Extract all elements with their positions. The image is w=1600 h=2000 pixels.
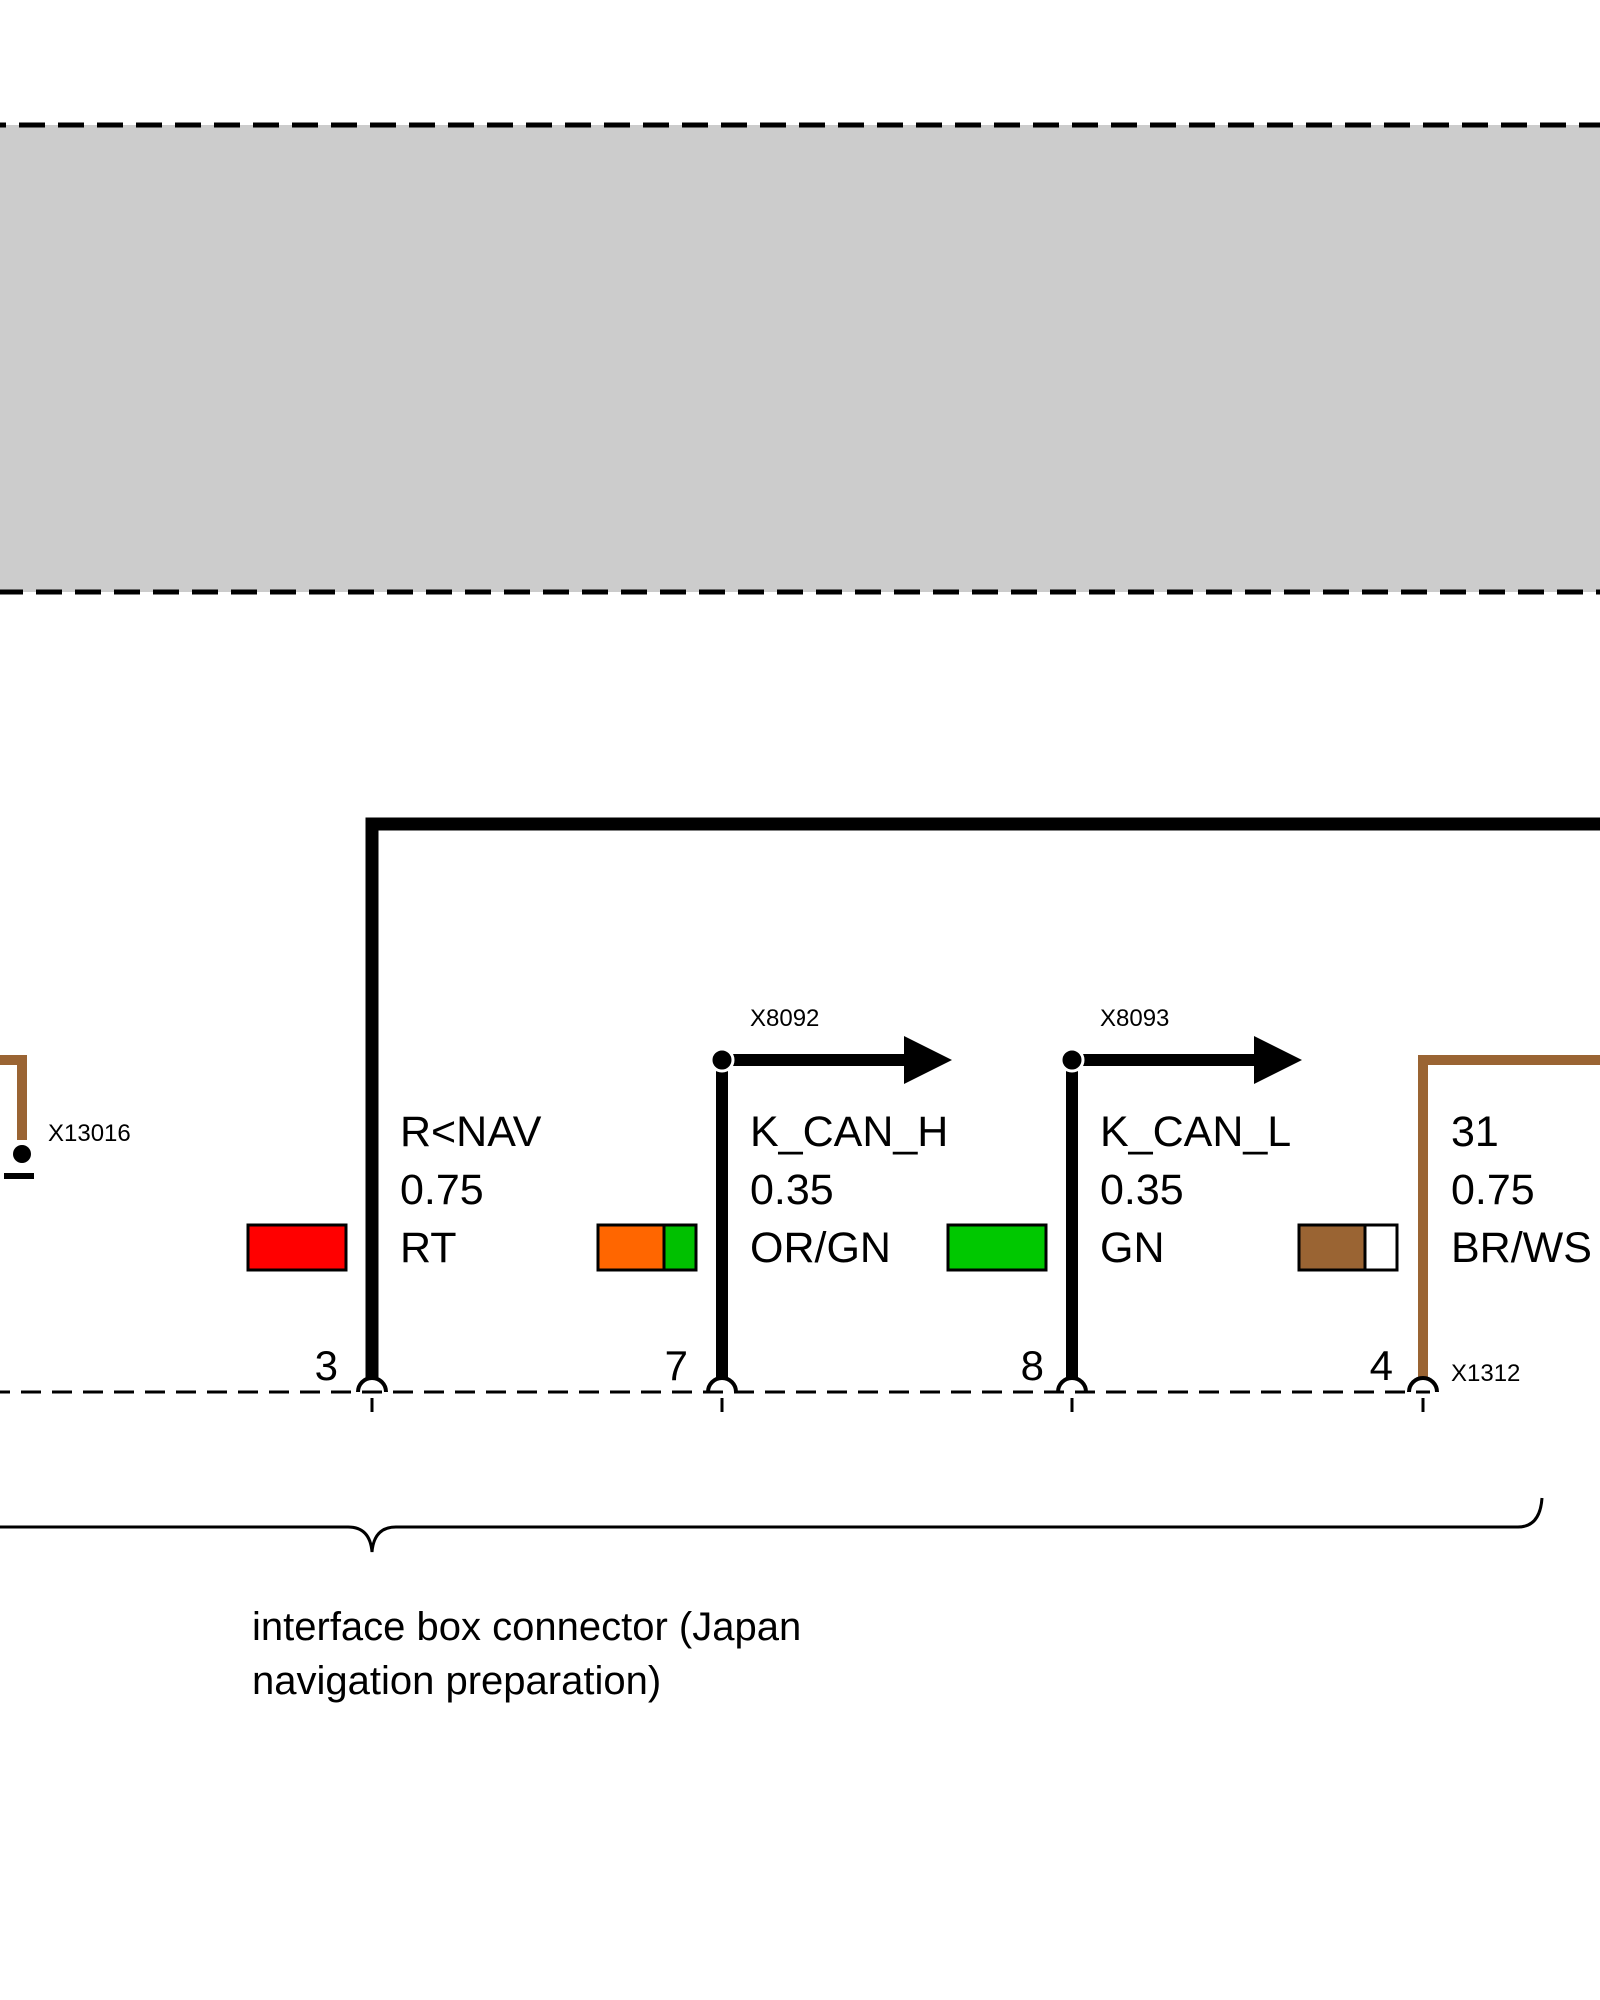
pin7-gauge: 0.35 bbox=[750, 1166, 834, 1214]
caption-line-1: interface box connector (Japan bbox=[252, 1605, 801, 1649]
pin7-terminal bbox=[706, 1376, 738, 1412]
pin3-number: 3 bbox=[315, 1342, 338, 1389]
pin4-signal: 31 bbox=[1451, 1108, 1499, 1156]
pin8-terminal bbox=[1056, 1376, 1088, 1412]
interface-connector-label: X1312 bbox=[1451, 1360, 1520, 1387]
pin7-color-code: OR/GN bbox=[750, 1224, 891, 1272]
pin8-splice-label: X8093 bbox=[1100, 1005, 1169, 1032]
pin7-labels: K_CAN_H 0.35 OR/GN bbox=[750, 1108, 948, 1272]
left-stub-pin-dot bbox=[13, 1145, 31, 1163]
pin4-wire bbox=[1418, 1055, 1600, 1380]
pin7-swatch-stripe bbox=[662, 1223, 698, 1272]
pin7-swatch-primary bbox=[596, 1223, 666, 1272]
pin8-swatch bbox=[946, 1223, 1048, 1272]
pin8-color-code: GN bbox=[1100, 1224, 1165, 1272]
left-brown-wire bbox=[0, 1055, 27, 1140]
pin3-labels: R<NAV 0.75 RT bbox=[400, 1108, 542, 1272]
connector-brace bbox=[0, 1497, 1544, 1553]
pin3-swatch bbox=[246, 1223, 348, 1272]
pin8-splice-arrow-head bbox=[1254, 1036, 1302, 1084]
pin4-color-code: BR/WS bbox=[1451, 1224, 1592, 1272]
pin8-signal: K_CAN_L bbox=[1100, 1108, 1291, 1156]
left-connector-label: X13016 bbox=[48, 1120, 131, 1147]
pin7-signal: K_CAN_H bbox=[750, 1108, 948, 1156]
pin3-gauge: 0.75 bbox=[400, 1166, 484, 1214]
pin8-splice-dot bbox=[1059, 1047, 1085, 1073]
pin3-wire bbox=[365, 817, 1600, 1380]
pin7-splice-label: X8092 bbox=[750, 1005, 819, 1032]
pin8-number: 8 bbox=[1021, 1342, 1044, 1389]
component-box bbox=[0, 122, 1600, 595]
pin8-gauge: 0.35 bbox=[1100, 1166, 1184, 1214]
pin4-gauge: 0.75 bbox=[1451, 1166, 1535, 1214]
pin3-color-code: RT bbox=[400, 1224, 457, 1272]
pin4-number: 4 bbox=[1370, 1342, 1393, 1389]
pin7-number: 7 bbox=[665, 1342, 688, 1389]
pin8-labels: K_CAN_L 0.35 GN bbox=[1100, 1108, 1291, 1272]
pin4-swatch-stripe bbox=[1363, 1223, 1399, 1272]
pin4-terminal bbox=[1407, 1376, 1439, 1412]
pin4-labels: 31 0.75 BR/WS bbox=[1451, 1108, 1592, 1272]
pin3-signal: R<NAV bbox=[400, 1108, 542, 1156]
caption-line-2: navigation preparation) bbox=[252, 1659, 661, 1703]
pin4-swatch-primary bbox=[1297, 1223, 1367, 1272]
pin7-splice-dot bbox=[709, 1047, 735, 1073]
pin7-splice-arrow-head bbox=[904, 1036, 952, 1084]
pin3-terminal bbox=[356, 1376, 388, 1412]
